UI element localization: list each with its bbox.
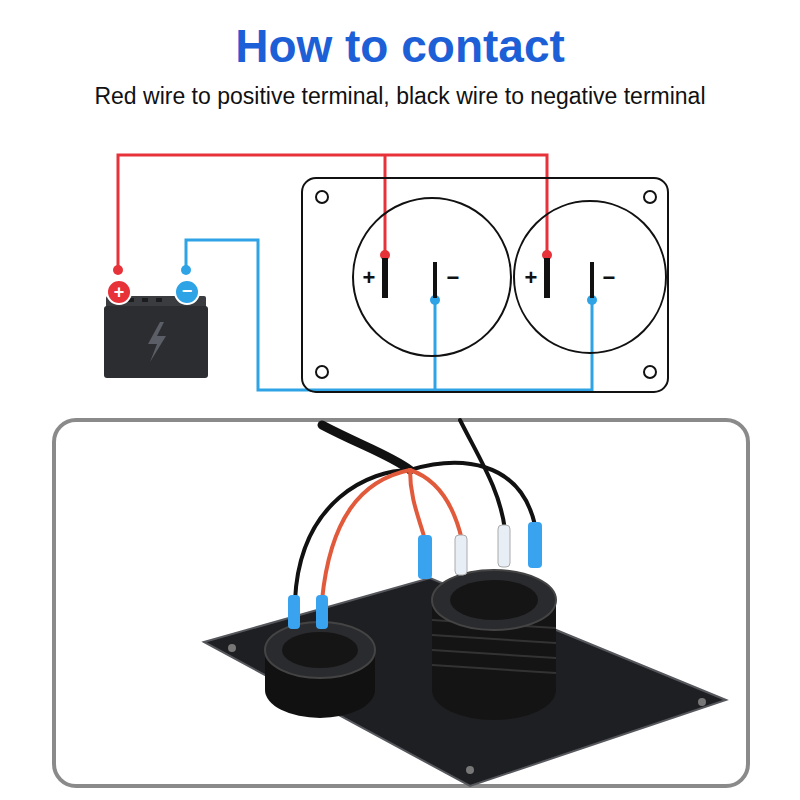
red-wire [118,155,547,270]
battery-minus-holder: − [182,282,193,301]
diagram-title: How to contact [235,21,565,72]
diagram-title-holder: How to contact [235,21,565,72]
panel-photo [204,570,726,786]
subtitle: Red wire to positive terminal, black wir… [94,83,705,111]
battery-icon-part [142,298,148,302]
positive-mark: + [363,267,376,289]
photo-connectors-part [316,595,328,629]
battery-plus: + [114,283,125,301]
panel-outline-part [644,191,656,203]
photo-connectors-part [455,535,467,575]
battery-minus: − [182,282,193,300]
positive-mark-holder: + [525,267,538,289]
socket-terminals-part [590,262,594,298]
panel-outline-part [302,178,668,392]
photo-wires-part [410,463,535,525]
battery-icon-part [156,298,162,302]
photo-connectors-part [418,535,432,579]
photo-wires-part [322,425,410,470]
photo-frame-part [54,420,748,786]
panel-outline-part [316,191,328,203]
photo-wires-part [410,470,462,540]
photo-wires-part [295,470,410,600]
battery-icon [104,280,208,378]
photo-wires-part [460,420,505,530]
positive-mark: + [525,267,538,289]
photo-connectors-part [528,522,542,568]
panel-photo-part [204,578,726,786]
socket-terminals [382,258,594,298]
panel-outline-part [514,201,666,353]
blue-wire-part [186,240,592,390]
panel-photo-part [466,766,474,774]
socket-terminals-part [544,258,550,298]
subtitle-holder: Red wire to positive terminal, black wir… [94,83,705,111]
positive-mark-holder: + [363,267,376,289]
panel-photo-part [265,622,375,678]
panel-photo-part [432,650,556,658]
panel-outline-part [353,198,511,356]
battery-icon-part [107,280,131,304]
panel-photo-part [228,644,236,652]
photo-frame [54,420,748,786]
wire-dots-part [181,265,191,275]
battery-icon-part [175,280,199,304]
panel-outline-part [644,366,656,378]
photo-wires-part [410,470,425,540]
panel-outline-part [316,366,328,378]
photo-connectors-part [288,595,300,629]
photo-connectors-part [498,525,510,567]
photo-wires-part [322,470,410,600]
battery-icon-part [148,322,166,362]
photo-wires [295,420,535,600]
panel-photo-part [432,635,556,643]
blue-wire [186,240,592,390]
panel-outline [302,178,668,392]
panel-photo-part [432,570,556,630]
panel-photo-part [698,698,706,706]
red-wire-part [118,155,547,270]
panel-photo-part [432,665,556,673]
panel-photo-part [282,632,358,668]
red-wire-part [384,155,387,255]
battery-icon-part [104,306,208,378]
wire-dots-part [113,265,123,275]
panel-photo-part [450,580,538,620]
negative-mark: − [447,267,460,289]
negative-mark-holder: − [447,267,460,289]
battery-plus-holder: + [114,283,125,302]
photo-connectors [288,522,542,629]
negative-mark: − [603,267,616,289]
socket-terminals-part [433,262,437,298]
socket-terminals-part [382,258,388,298]
blue-wire-part [434,300,437,390]
negative-mark-holder: − [603,267,616,289]
